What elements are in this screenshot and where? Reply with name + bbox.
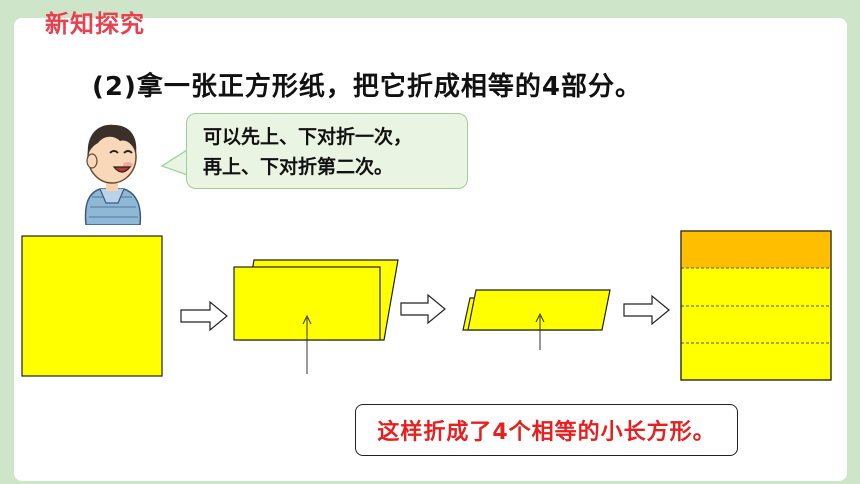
section-title: 新知探究 [45, 10, 145, 38]
fold-line-icon [302, 314, 312, 374]
unfolded-paper-four-parts [680, 230, 832, 381]
boy-illustration [84, 124, 142, 225]
speech-line-2: 再上、下对折第二次。 [203, 156, 394, 178]
speech-line-1: 可以先上、下对折一次， [203, 126, 413, 148]
folded-once-paper [233, 259, 399, 341]
arrow-right-icon [400, 293, 446, 325]
task-instruction: (2)拿一张正方形纸，把它折成相等的4部分。 [92, 72, 642, 102]
speech-bubble: 可以先上、下对折一次， 再上、下对折第二次。 [186, 113, 468, 189]
arrow-right-icon [180, 300, 228, 332]
arrow-right-icon [623, 294, 670, 326]
square-paper [21, 235, 163, 377]
folded-twice-paper [462, 289, 611, 331]
fold-line-icon [535, 312, 545, 350]
result-statement: 这样折成了4个相等的小长方形。 [355, 404, 738, 456]
